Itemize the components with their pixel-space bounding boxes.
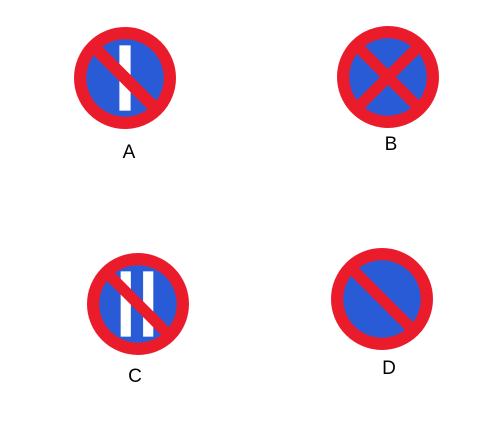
sign-d-label: D bbox=[382, 358, 396, 379]
no-parking-icon bbox=[331, 248, 433, 350]
no-stopping-icon bbox=[337, 26, 439, 128]
sign-c bbox=[87, 253, 189, 355]
sign-d bbox=[331, 248, 433, 350]
sign-c-bar-1 bbox=[120, 271, 131, 337]
sign-a bbox=[74, 27, 176, 129]
sign-b-diagonal-2 bbox=[355, 44, 421, 110]
sign-c-bar-2 bbox=[143, 271, 154, 337]
sign-c-label: C bbox=[128, 366, 142, 387]
sign-a-label: A bbox=[122, 142, 136, 163]
no-parking-even-days-icon bbox=[87, 253, 189, 355]
sign-b-label: B bbox=[384, 134, 398, 155]
sign-b bbox=[337, 26, 439, 128]
no-parking-odd-days-icon bbox=[74, 27, 176, 129]
sign-c-diagonal bbox=[105, 271, 171, 337]
sign-a-diagonal bbox=[92, 45, 158, 111]
sign-d-diagonal bbox=[349, 266, 415, 332]
